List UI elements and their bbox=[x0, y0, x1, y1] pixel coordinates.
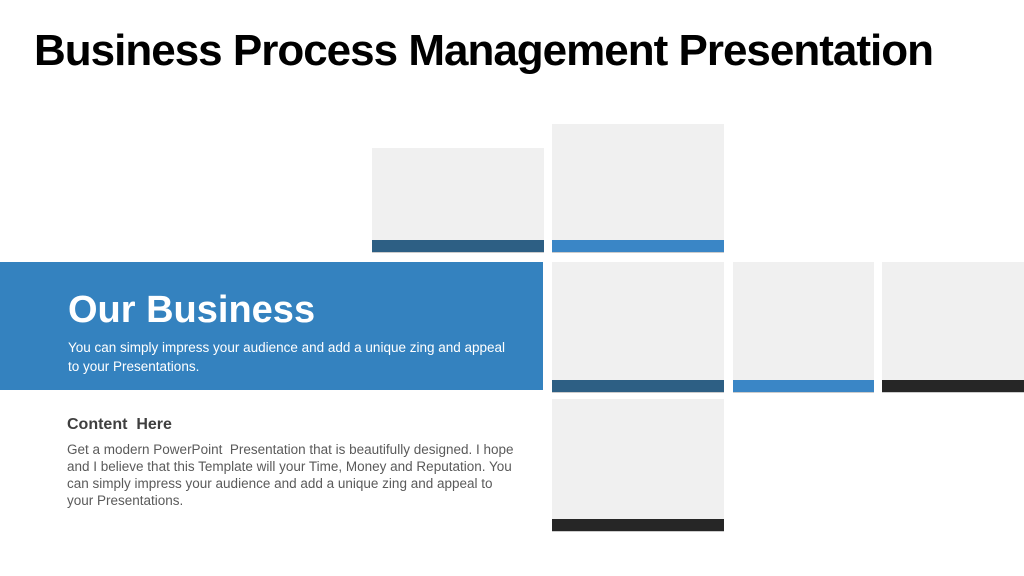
accent-bar-dark-blue bbox=[552, 380, 724, 392]
placeholder-box bbox=[552, 399, 724, 519]
accent-bar-black bbox=[882, 380, 1024, 392]
banner-heading: Our Business bbox=[68, 289, 316, 331]
placeholder-box bbox=[882, 262, 1024, 380]
content-body: Get a modern PowerPoint Presentation tha… bbox=[67, 442, 518, 509]
accent-bar-black bbox=[552, 519, 724, 531]
image-placeholder-bottom bbox=[552, 399, 724, 531]
image-placeholder-mid-center bbox=[733, 262, 874, 392]
placeholder-box bbox=[552, 262, 724, 380]
accent-bar-blue bbox=[552, 240, 724, 252]
image-placeholder-top-left bbox=[372, 148, 544, 252]
banner-subtitle: You can simply impress your audience and… bbox=[68, 340, 506, 375]
placeholder-box bbox=[372, 148, 544, 240]
content-heading: Content Here bbox=[67, 416, 172, 433]
image-placeholder-top-middle bbox=[552, 124, 724, 252]
placeholder-box bbox=[552, 124, 724, 240]
placeholder-box bbox=[733, 262, 874, 380]
accent-bar-dark-blue bbox=[372, 240, 544, 252]
our-business-banner: Our Business You can simply impress your… bbox=[0, 262, 543, 390]
image-placeholder-mid-right bbox=[882, 262, 1024, 392]
accent-bar-blue bbox=[733, 380, 874, 392]
image-placeholder-mid-left bbox=[552, 262, 724, 392]
content-block: Content Here Get a modern PowerPoint Pre… bbox=[67, 416, 519, 510]
slide-title: Business Process Management Presentation bbox=[34, 26, 934, 75]
